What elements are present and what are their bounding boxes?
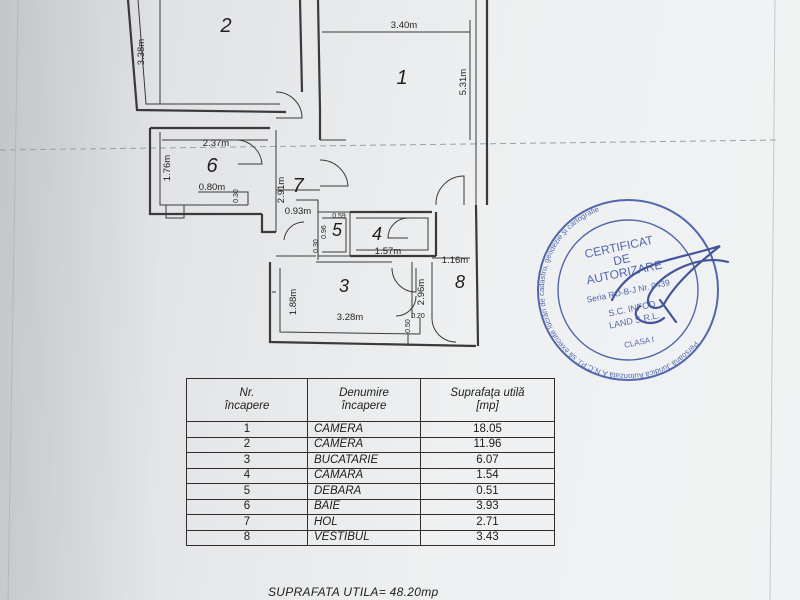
header-area: Suprafaţa utilă[mp]	[420, 378, 555, 422]
row-nr-cell: 5	[186, 483, 308, 500]
room-6-dim-height: 1.76m	[162, 155, 173, 181]
room-5-dim-height: 0.96	[321, 225, 328, 239]
header-nr-line2: încapere	[224, 400, 270, 412]
row-name-cell: BUCATARIE	[307, 452, 421, 469]
room-1-dim-height: 5.31m	[458, 69, 469, 95]
room-8-dim-height: 2.96m	[416, 279, 427, 305]
room-3-label: 3	[339, 276, 349, 296]
row-nr-cell: 8	[186, 529, 308, 546]
room-4-dim-width: 1.57m	[375, 246, 401, 257]
room-6-dim-wall: 0.30	[233, 189, 240, 203]
room-5-label: 5	[332, 220, 343, 240]
room-7-dim-height: 2.91m	[276, 177, 287, 203]
header-name-line1: Denumire	[339, 387, 389, 399]
room-4-label: 4	[372, 224, 382, 244]
header-nr: Nr.încapere	[186, 378, 308, 422]
stamp-title-line-2: DE	[612, 251, 631, 268]
row-area-cell: 11.96	[420, 436, 555, 453]
row-nr-cell: 7	[186, 514, 308, 531]
room-7-dim-width: 0.93m	[285, 206, 311, 217]
row-name-cell: DEBARA	[307, 483, 421, 500]
room-2-dim-height: 3.38m	[136, 39, 147, 65]
stamp-clasa: CLASA I	[623, 335, 654, 350]
room-3-dim-height: 1.88m	[288, 289, 299, 315]
room-8-dim-width: 1.16m	[442, 255, 468, 266]
handwritten-signature	[610, 244, 730, 324]
total-area-text: SUPRAFATA UTILA= 48.20mp	[268, 585, 439, 599]
certification-stamp: Persoană Juridică Autorizată A.N.C.P.I. …	[537, 199, 730, 381]
header-nr-line1: Nr.	[239, 387, 255, 399]
room-6-dim-small: 0.80m	[199, 182, 225, 193]
room-4-outline	[350, 210, 436, 258]
room-6-label: 6	[206, 155, 218, 177]
row-area-cell: 2.71	[420, 514, 555, 531]
room-8-label: 8	[455, 272, 465, 292]
row-area-cell: 3.93	[420, 498, 555, 515]
room-7-outline	[260, 91, 349, 260]
row-area-cell: 6.07	[420, 452, 555, 469]
room-1-dim-width: 3.40m	[391, 20, 417, 31]
page-border-line-right	[769, 0, 776, 600]
page-border-line	[7, 0, 19, 600]
room-8-outline	[395, 175, 480, 347]
row-name-cell: HOL	[307, 514, 421, 531]
header-area-line1: Suprafaţa utilă	[450, 387, 525, 399]
row-name-cell: CAMERA	[307, 436, 421, 453]
stamp-outer-ring	[537, 199, 719, 381]
paper-fold-line	[0, 139, 781, 151]
wall-dim-030: 0.30	[313, 239, 320, 253]
row-area-cell: 0.51	[420, 483, 555, 500]
row-area-cell: 1.54	[420, 467, 555, 484]
row-nr-cell: 1	[186, 421, 308, 438]
room-5-dim-width: 0.59	[332, 213, 346, 220]
row-name-cell: BAIE	[307, 498, 421, 515]
room-7-label: 7	[292, 175, 304, 197]
room-6-dim-width: 2.37m	[203, 138, 229, 149]
room-3-outline	[268, 255, 477, 348]
row-name-cell: CAMERA	[307, 421, 421, 438]
room-1-outline	[316, 0, 489, 205]
room-5-outline	[318, 211, 351, 257]
wall-dim-020: 0.20	[411, 313, 425, 320]
room-2-label: 2	[219, 15, 231, 37]
row-nr-cell: 6	[186, 498, 308, 515]
header-area-line2: [mp]	[476, 400, 499, 412]
row-nr-cell: 2	[186, 436, 308, 453]
row-nr-cell: 3	[186, 452, 308, 469]
room-3-dim-width: 3.28m	[337, 312, 363, 323]
row-name-cell: CAMARA	[307, 467, 421, 484]
row-name-cell: VESTIBUL	[307, 529, 421, 546]
room-6-outline	[148, 126, 270, 219]
room-2-outline	[126, 0, 304, 114]
stamp-inner-ring	[557, 219, 699, 361]
row-nr-cell: 4	[186, 467, 308, 484]
header-name-line2: încapere	[341, 400, 387, 412]
row-area-cell: 18.05	[420, 421, 555, 438]
room-1-label: 1	[396, 67, 407, 89]
row-area-cell: 3.43	[420, 529, 555, 546]
wall-dim-050: 0.50	[405, 319, 412, 333]
